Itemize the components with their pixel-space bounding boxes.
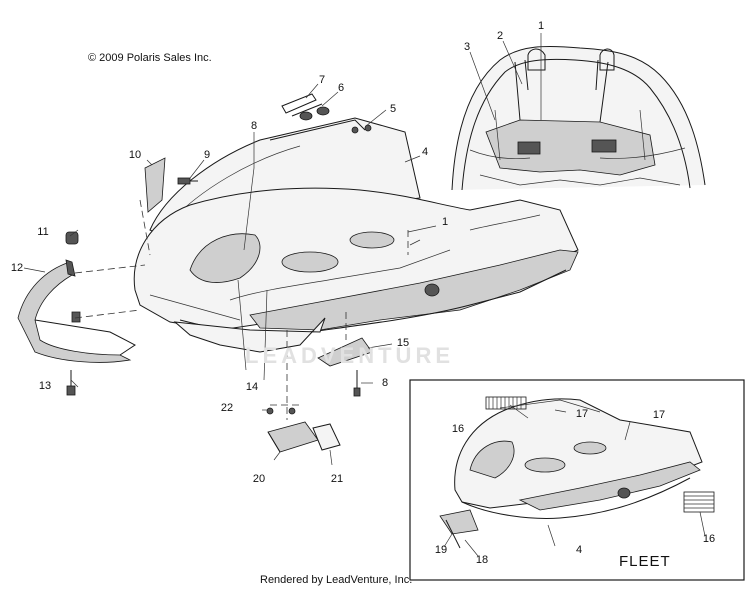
callout-5: 5 xyxy=(389,103,397,115)
part-8-bolt-lower xyxy=(353,370,361,397)
callout-7: 7 xyxy=(318,74,326,86)
part-21-lens xyxy=(312,423,341,451)
fleet-inset xyxy=(409,379,745,581)
callout-4-main: 4 xyxy=(421,146,429,158)
part-15-panel xyxy=(317,337,373,367)
callout-4-fleet: 4 xyxy=(575,544,583,556)
footer-text: Rendered by LeadVenture, Inc. xyxy=(260,574,413,586)
part-9-screw xyxy=(177,177,198,185)
front-bumper xyxy=(17,259,136,363)
main-hood-assembly xyxy=(133,117,579,353)
main-leader-lines xyxy=(23,83,437,466)
callout-16-lower: 16 xyxy=(702,533,716,545)
rear-view-hood xyxy=(451,33,706,191)
decal-16-upper xyxy=(485,396,527,410)
callout-22: 22 xyxy=(220,402,234,414)
copyright-text: © 2009 Polaris Sales Inc. xyxy=(88,52,212,64)
callout-19: 19 xyxy=(434,544,448,556)
callout-8-upper: 8 xyxy=(250,120,258,132)
callout-21: 21 xyxy=(330,473,344,485)
callout-10: 10 xyxy=(128,149,142,161)
parts-5-7-hardware xyxy=(281,93,372,134)
part-22-fasteners xyxy=(266,407,296,415)
callout-6: 6 xyxy=(337,82,345,94)
callout-3: 3 xyxy=(463,41,471,53)
callout-8-lower: 8 xyxy=(381,377,389,389)
part-13-bolt xyxy=(66,370,76,396)
callout-12: 12 xyxy=(10,262,24,274)
callout-14: 14 xyxy=(245,381,259,393)
callout-13: 13 xyxy=(38,380,52,392)
callout-20: 20 xyxy=(252,473,266,485)
watermark-text: LEADVENTURE xyxy=(245,343,455,368)
decal-16-lower xyxy=(683,491,715,513)
callout-11: 11 xyxy=(37,226,49,238)
callout-9: 9 xyxy=(203,149,211,161)
callout-1-top: 1 xyxy=(537,20,545,32)
callout-18: 18 xyxy=(475,554,489,566)
callout-16-upper: 16 xyxy=(451,423,465,435)
callout-1-main: 1 xyxy=(441,216,449,228)
callout-17-b: 17 xyxy=(652,409,666,421)
part-20-lens-housing xyxy=(267,421,319,453)
callout-2: 2 xyxy=(496,30,504,42)
part-11-grommet xyxy=(65,231,79,245)
fleet-label: FLEET xyxy=(619,553,671,570)
part-10-decal xyxy=(144,157,166,213)
callout-17-a: 17 xyxy=(575,408,589,420)
callout-15: 15 xyxy=(396,337,410,349)
